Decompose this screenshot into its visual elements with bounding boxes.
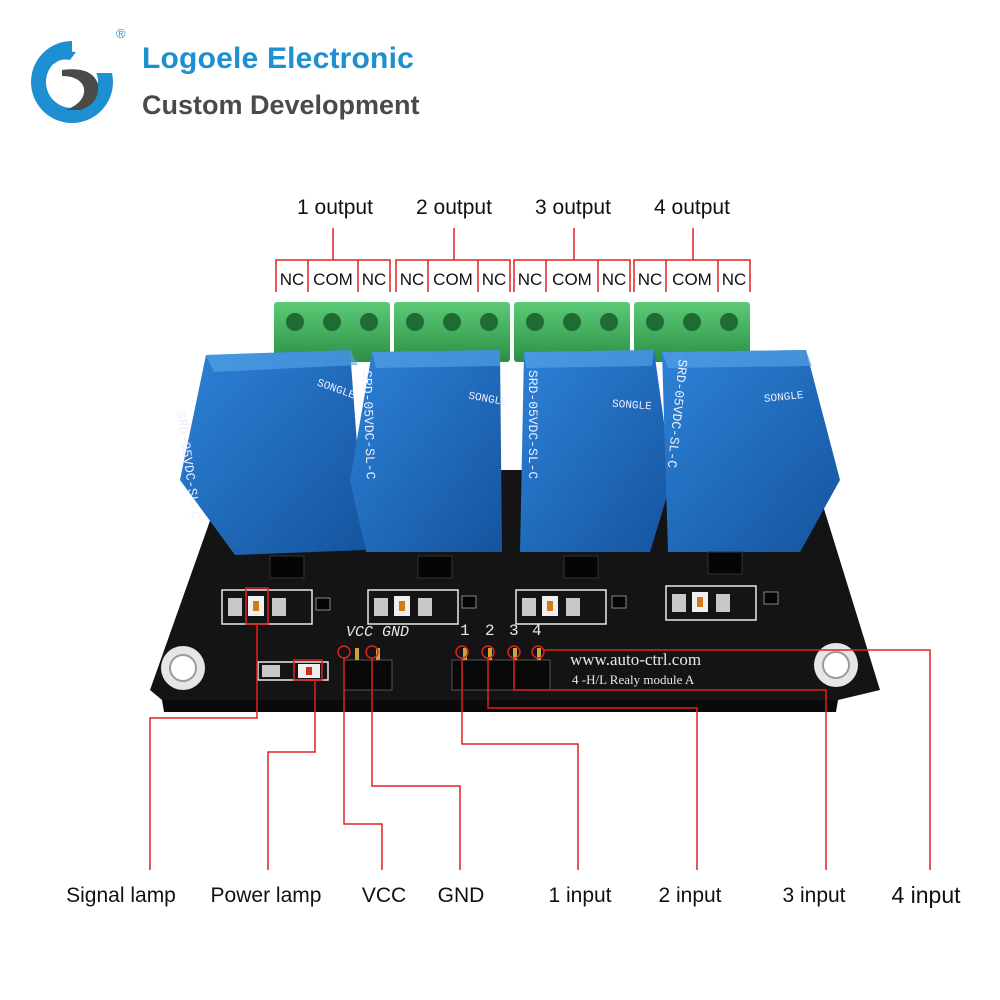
output-4-terminal-nc-a: NC xyxy=(637,270,663,289)
brand-subtitle: Custom Development xyxy=(142,90,420,120)
label-input-1: 1 input xyxy=(548,884,612,907)
output-3-label: 3 output xyxy=(535,196,611,219)
label-gnd: GND xyxy=(437,884,485,907)
output-3-terminal-nc-b: NC xyxy=(601,270,627,289)
terminal-block-1 xyxy=(274,302,390,362)
component-row-4 xyxy=(665,585,779,621)
mounting-hole-left xyxy=(161,646,205,690)
relay-4 xyxy=(662,350,840,552)
callout-lines xyxy=(149,228,931,870)
pin-label-vcc: VCC xyxy=(346,624,374,641)
power-lamp-area xyxy=(257,661,329,681)
pin-label-4: 4 xyxy=(532,622,542,640)
terminal-block-4 xyxy=(634,302,750,362)
output-1-terminal-nc-a: NC xyxy=(279,270,305,289)
label-input-4: 4 input xyxy=(891,882,961,908)
output-1-terminal-com: COM xyxy=(313,270,353,289)
output-2-terminal-com: COM xyxy=(433,270,473,289)
brand-title: Logoele Electronic xyxy=(142,42,414,75)
transistor-2 xyxy=(417,555,453,579)
output-4-terminal-nc-b: NC xyxy=(721,270,747,289)
pin-label-3: 3 xyxy=(509,622,519,640)
output-1-terminal-nc-b: NC xyxy=(361,270,387,289)
relay-1 xyxy=(180,350,365,555)
transistor-1 xyxy=(269,555,305,579)
transistor-3 xyxy=(563,555,599,579)
output-3-terminal-nc-a: NC xyxy=(517,270,543,289)
label-input-2: 2 input xyxy=(658,884,722,907)
relay-2 xyxy=(350,350,502,552)
board-model: 4 -H/L Realy module A xyxy=(572,672,695,687)
output-2-terminal-nc-b: NC xyxy=(481,270,507,289)
output-4-label: 4 output xyxy=(654,196,730,219)
label-input-3: 3 input xyxy=(782,884,846,907)
component-row-2 xyxy=(367,589,477,625)
output-2-terminal-nc-a: NC xyxy=(399,270,425,289)
pin-label-2: 2 xyxy=(485,622,495,640)
label-power-lamp: Power lamp xyxy=(210,884,322,907)
mounting-hole-right xyxy=(814,643,858,687)
logoele-g-logo-icon xyxy=(31,41,117,123)
relay-3 xyxy=(520,350,672,552)
output-1-label: 1 output xyxy=(297,196,373,219)
board-url: www.auto-ctrl.com xyxy=(570,650,702,669)
label-signal-lamp: Signal lamp xyxy=(66,884,176,907)
terminal-block-2 xyxy=(394,302,510,362)
output-2-label: 2 output xyxy=(416,196,492,219)
pin-label-gnd: GND xyxy=(382,624,410,641)
component-row-3 xyxy=(515,589,627,625)
registered-mark: ® xyxy=(116,26,126,41)
component-row-1 xyxy=(221,589,331,625)
transistor-4 xyxy=(707,551,743,575)
pin-label-1: 1 xyxy=(460,622,470,640)
relay-3-model: SRD-05VDC-SL-C xyxy=(525,370,540,480)
output-3-terminal-com: COM xyxy=(552,270,592,289)
output-4-terminal-com: COM xyxy=(672,270,712,289)
input-header xyxy=(451,648,551,691)
terminal-block-3 xyxy=(514,302,630,362)
label-vcc: VCC xyxy=(361,884,407,907)
